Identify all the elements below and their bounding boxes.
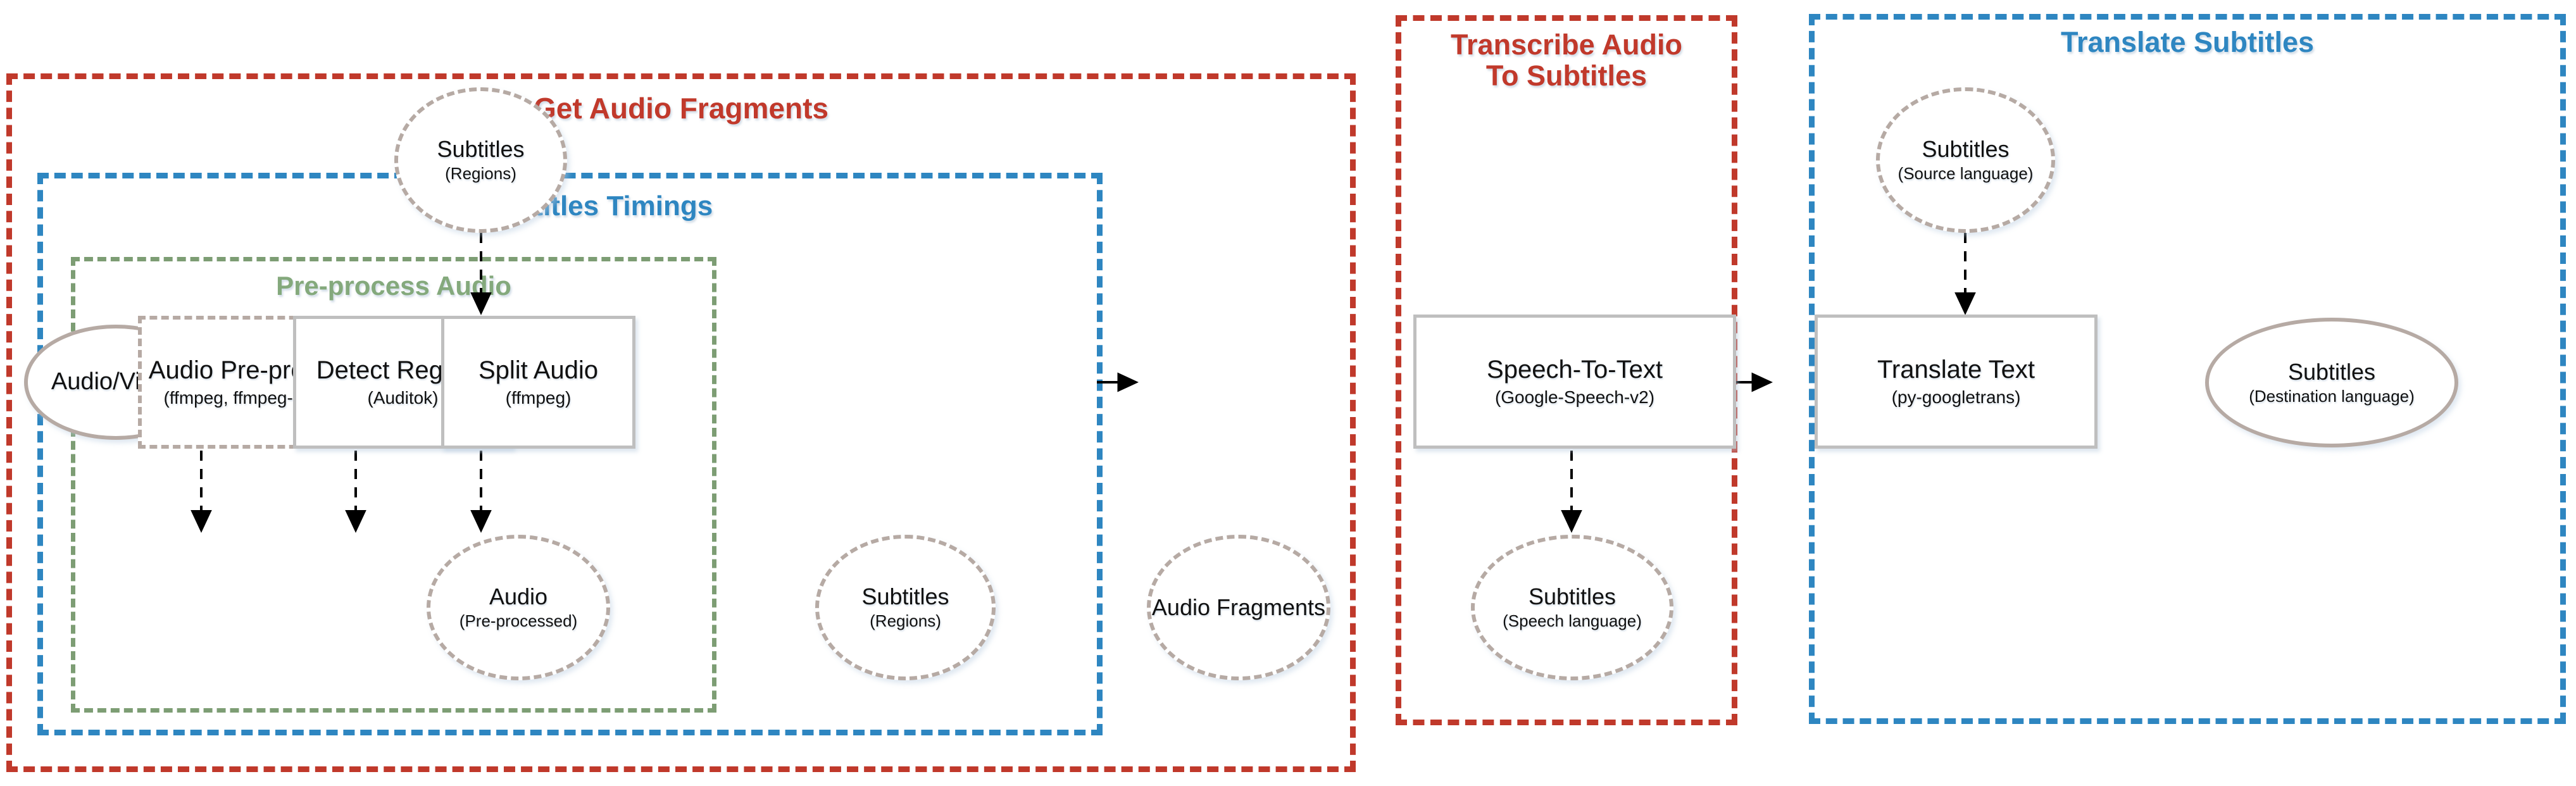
- node-subtitles-regions-bottom[interactable]: Subtitles (Regions): [815, 535, 996, 680]
- node-speech-to-text[interactable]: Speech-To-Text (Google-Speech-v2): [1413, 315, 1736, 449]
- group-title-translate-subtitles: Translate Subtitles: [2060, 26, 2315, 58]
- node-subtitles-speech-language[interactable]: Subtitles (Speech language): [1471, 535, 1673, 680]
- group-get-audio-fragments: Get Audio Fragments: [6, 73, 1356, 772]
- node-title: Subtitles: [437, 136, 525, 163]
- node-subtitle: (Pre-processed): [459, 611, 578, 631]
- node-subtitle: (Source language): [1898, 164, 2034, 184]
- group-title-transcribe-audio-to-subtitles: Transcribe Audio To Subtitles: [1451, 28, 1682, 92]
- node-audio-preprocessed[interactable]: Audio (Pre-processed): [427, 535, 610, 680]
- node-split-audio[interactable]: Split Audio (ffmpeg): [441, 316, 635, 449]
- node-audio-fragments[interactable]: Audio Fragments: [1147, 535, 1330, 680]
- node-title: Split Audio: [478, 356, 599, 385]
- node-subtitle: (Google-Speech-v2): [1494, 387, 1655, 408]
- node-subtitle: (py-googletrans): [1891, 387, 2021, 408]
- node-subtitle: (Speech language): [1503, 611, 1642, 631]
- node-title: Audio: [489, 583, 548, 610]
- group-title-pre-process-audio: Pre-process Audio: [276, 271, 511, 301]
- node-title: Subtitles: [2287, 358, 2376, 385]
- node-subtitles-destination-language[interactable]: Subtitles (Destination language): [2205, 318, 2458, 447]
- node-title: Translate Text: [1877, 356, 2035, 384]
- node-subtitle: (Regions): [870, 611, 941, 631]
- group-pre-process-audio: Pre-process Audio: [71, 257, 716, 713]
- node-subtitles-source-language[interactable]: Subtitles (Source language): [1876, 87, 2055, 233]
- group-title-get-subtitles-timings: Get Subtitles Timings: [427, 190, 713, 221]
- node-translate-text[interactable]: Translate Text (py-googletrans): [1815, 315, 2098, 449]
- node-subtitle: (Destination language): [2249, 386, 2415, 406]
- node-subtitles-regions-top[interactable]: Subtitles (Regions): [394, 87, 567, 233]
- node-subtitle: (Regions): [445, 164, 516, 184]
- node-title: Speech-To-Text: [1487, 356, 1663, 384]
- node-title: Subtitles: [1528, 583, 1616, 610]
- node-title: Subtitles: [861, 583, 949, 610]
- group-title-get-audio-fragments: Get Audio Fragments: [534, 92, 828, 125]
- node-subtitle: (ffmpeg): [505, 388, 572, 408]
- group-translate-subtitles: Translate Subtitles: [1809, 14, 2566, 724]
- node-title: Subtitles: [1922, 136, 2010, 163]
- node-subtitle: (Auditok): [367, 388, 439, 408]
- node-title: Audio Fragments: [1151, 594, 1326, 621]
